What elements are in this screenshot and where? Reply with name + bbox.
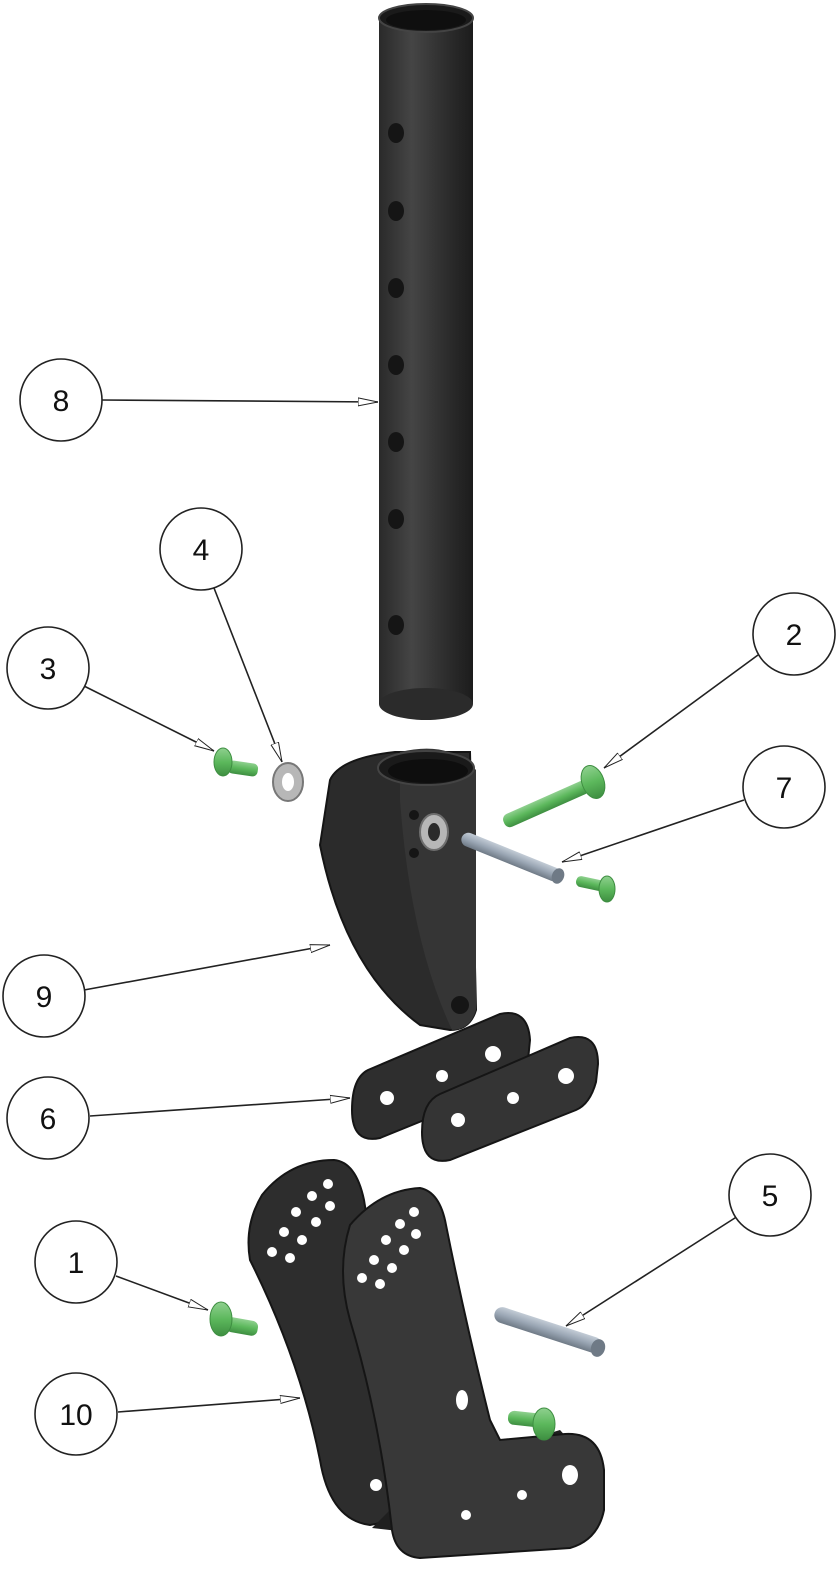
tube-holes	[388, 123, 404, 635]
callout-7-label: 7	[776, 772, 793, 805]
callout-9-label: 9	[36, 981, 53, 1014]
leader-4	[213, 587, 283, 763]
callout-10-label: 10	[59, 1399, 92, 1432]
leader-6	[89, 1098, 350, 1117]
leader-7	[561, 799, 745, 863]
part-6-link-plates	[350, 1012, 600, 1162]
leader-1	[115, 1275, 209, 1311]
callout-8-label: 8	[53, 385, 70, 418]
callout-2: 2	[752, 592, 836, 676]
part-7-pin	[461, 832, 565, 884]
small-screw-right	[575, 875, 616, 903]
bracket-front-holes	[357, 1207, 421, 1289]
part-5-pin	[494, 1307, 606, 1357]
part-1-screw	[209, 1301, 259, 1337]
bracket-back-holes	[267, 1179, 335, 1263]
screw-on-bracket	[507, 1407, 556, 1441]
leader-3	[83, 685, 215, 752]
callout-1-label: 1	[68, 1247, 85, 1280]
leader-5	[565, 1215, 739, 1327]
callout-6: 6	[6, 1076, 90, 1160]
part-8-tube	[378, 3, 474, 720]
callout-5: 5	[728, 1153, 812, 1237]
callout-7: 7	[742, 745, 826, 829]
part-9-socket-block	[318, 748, 478, 1032]
part-10-bracket-assembly	[247, 1158, 605, 1560]
callout-10: 10	[34, 1372, 118, 1456]
leader-9	[83, 945, 330, 991]
leader-8	[100, 400, 378, 402]
callout-4: 4	[159, 507, 243, 591]
leader-10	[117, 1398, 300, 1413]
leader-lines	[83, 400, 759, 1413]
callout-8: 8	[19, 358, 103, 442]
part-4-washer	[272, 762, 304, 802]
washer-on-socket	[419, 813, 449, 851]
leader-2	[603, 654, 759, 769]
callout-2-label: 2	[786, 619, 803, 652]
part-2-long-screw	[503, 765, 606, 828]
part-3-short-screw	[213, 747, 259, 777]
callout-3-label: 3	[40, 653, 57, 686]
callout-1: 1	[34, 1220, 118, 1304]
callout-4-label: 4	[193, 534, 210, 567]
callout-balloons: 8 4 3 2 7 9 6 5	[2, 358, 836, 1456]
callout-6-label: 6	[40, 1103, 57, 1136]
callout-3: 3	[6, 626, 90, 710]
callout-5-label: 5	[762, 1180, 779, 1213]
callout-9: 9	[2, 954, 86, 1038]
